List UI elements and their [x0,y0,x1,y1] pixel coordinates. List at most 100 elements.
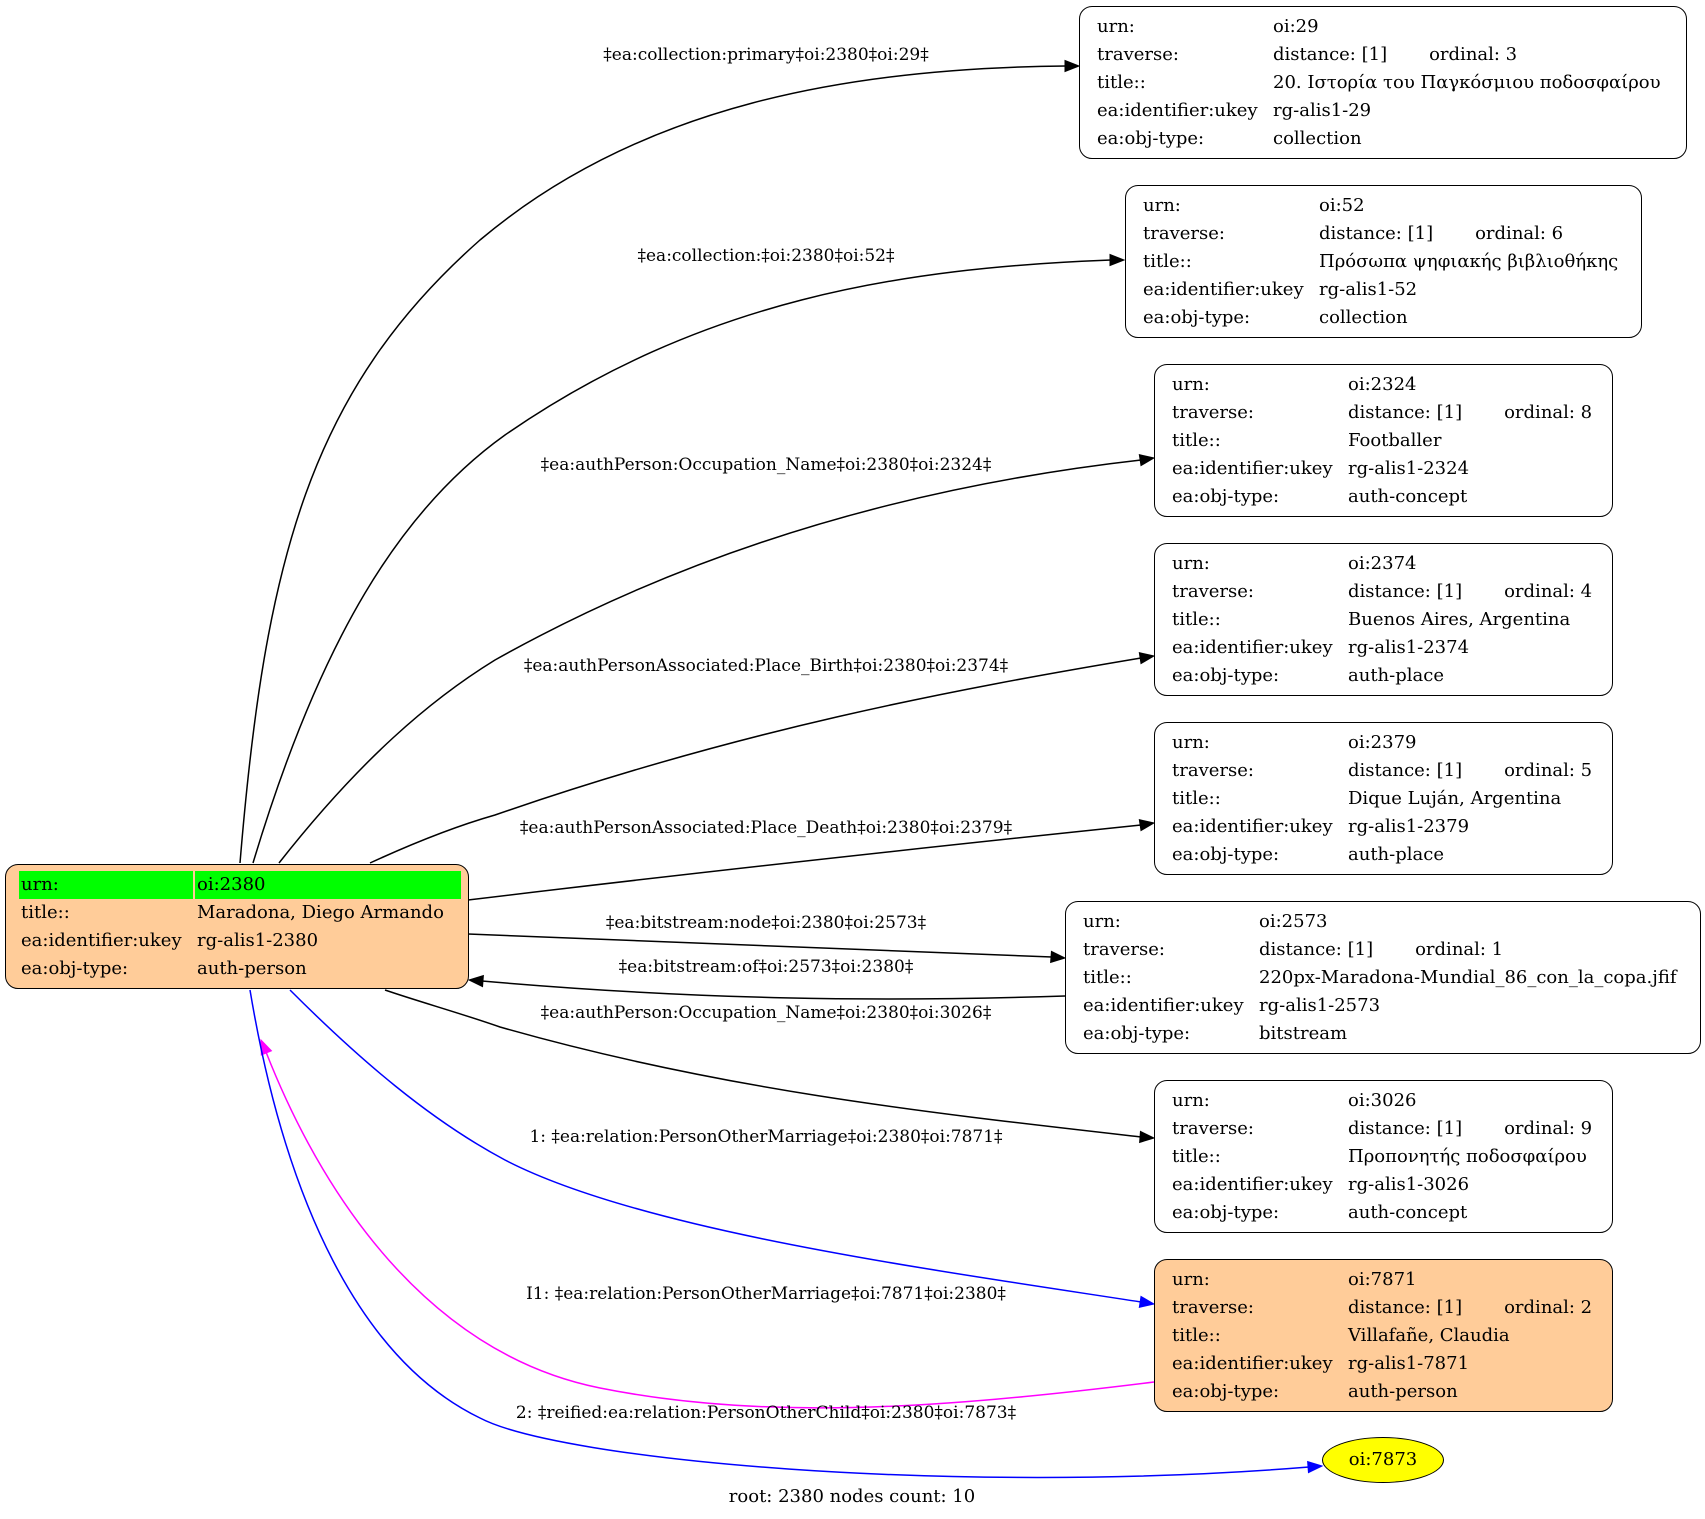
edge-line-4 [467,824,1142,901]
ordinal-value: ordinal: 3 [1429,44,1518,65]
title-value: Maradona, Diego Armando [197,902,444,923]
edge-line-0 [239,65,1067,864]
type-value: collection [1319,307,1408,328]
edge-line-9 [265,1051,1155,1409]
node-oi-52[interactable]: urn:oi:52 traverse:distance: [1]ordinal:… [1125,185,1642,338]
urn-value: oi:7871 [1348,1269,1417,1290]
distance-value: distance: [1] [1259,939,1374,960]
type-key: ea:obj-type: [1172,1381,1280,1402]
edge-label-bitstream-node: ‡ea:bitstream:node‡oi:2380‡oi:2573‡ [605,913,927,933]
edge-line-6 [481,980,1066,1000]
node-oi-2379[interactable]: urn:oi:2379 traverse:distance: [1]ordina… [1154,722,1613,875]
urn-key: urn: [19,871,193,899]
node-oi-3026[interactable]: urn:oi:3026 traverse:distance: [1]ordina… [1154,1080,1613,1233]
urn-key: urn: [1172,1090,1210,1111]
urn-key: urn: [1172,374,1210,395]
urn-row-highlighted: urn: oi:2380 [19,871,461,899]
urn-key: urn: [1172,1269,1210,1290]
type-key: ea:obj-type: [1172,1202,1280,1223]
edge-line-10 [249,989,1310,1479]
urn-key: urn: [1172,732,1210,753]
ukey-value: rg-alis1-2324 [1348,458,1470,479]
title-value: 20. Ιστορία του Παγκόσμιου ποδοσφαίρου [1273,72,1661,93]
distance-value: distance: [1] [1273,44,1388,65]
title-value: 220px-Maradona-Mundial_86_con_la_copa.jf… [1259,967,1677,988]
node-oi-7873-ellipse[interactable]: oi:7873 [1322,1437,1444,1483]
edge-line-1 [252,259,1112,864]
edge-line-7 [384,989,1142,1138]
ukey-key: ea:identifier:ukey [1083,995,1244,1016]
type-key: ea:obj-type: [21,958,129,979]
title-value: Buenos Aires, Argentina [1348,609,1571,630]
edge-arrowhead-3 [1138,652,1156,665]
title-key: title:: [1143,251,1192,272]
type-value: collection [1273,128,1362,149]
edge-label-marriage: 1: ‡ea:relation:PersonOtherMarriage‡oi:2… [529,1127,1003,1147]
ukey-key: ea:identifier:ukey [1143,279,1304,300]
urn-value: oi:2374 [1348,553,1417,574]
ukey-value: rg-alis1-7871 [1348,1353,1470,1374]
title-key: title:: [1172,430,1221,451]
edge-arrowhead-4 [1138,819,1156,832]
urn-value: oi:2573 [1259,911,1328,932]
type-value: auth-person [1348,1381,1458,1402]
node-oi-2573[interactable]: urn:oi:2573 traverse:distance: [1]ordina… [1065,901,1701,1054]
edge-line-2 [278,459,1142,864]
urn-value: oi:2379 [1348,732,1417,753]
node-oi-7871[interactable]: urn:oi:7871 traverse:distance: [1]ordina… [1154,1259,1613,1412]
ukey-value: rg-alis1-2380 [197,930,319,951]
title-value: Villafañe, Claudia [1348,1325,1510,1346]
edge-arrowhead-2 [1138,454,1156,467]
title-key: title:: [1097,72,1146,93]
distance-value: distance: [1] [1319,223,1434,244]
graph-footer: root: 2380 nodes count: 10 [728,1486,976,1507]
type-key: ea:obj-type: [1172,486,1280,507]
type-key: ea:obj-type: [1083,1023,1191,1044]
ukey-key: ea:identifier:ukey [1172,816,1333,837]
traverse-key: traverse: [1083,939,1165,960]
edge-arrowhead-5 [1050,950,1067,964]
distance-value: distance: [1] [1348,402,1463,423]
ordinal-value: ordinal: 2 [1504,1297,1593,1318]
type-value: auth-place [1348,844,1444,865]
ukey-key: ea:identifier:ukey [1172,637,1333,658]
edge-label-place-birth: ‡ea:authPersonAssociated:Place_Birth‡oi:… [523,656,1009,676]
edge-label-occupation-2324: ‡ea:authPerson:Occupation_Name‡oi:2380‡o… [540,455,992,475]
urn-key: urn: [1097,16,1135,37]
ukey-value: rg-alis1-2573 [1259,995,1381,1016]
edge-label-collection: ‡ea:collection:‡oi:2380‡oi:52‡ [637,246,895,266]
title-value: Dique Luján, Argentina [1348,788,1562,809]
edge-label-place-death: ‡ea:authPersonAssociated:Place_Death‡oi:… [519,818,1013,838]
title-value: Footballer [1348,430,1442,451]
edge-line-8 [289,989,1142,1303]
root-node-oi-2380[interactable]: urn: oi:2380 title::Maradona, Diego Arma… [5,864,469,989]
ordinal-value: ordinal: 9 [1504,1118,1593,1139]
ordinal-value: ordinal: 5 [1504,760,1593,781]
edge-label-reified-child: 2: ‡reified:ea:relation:PersonOtherChild… [515,1403,1017,1423]
ukey-key: ea:identifier:ukey [1097,100,1258,121]
traverse-key: traverse: [1172,1297,1254,1318]
edge-label-collection-primary: ‡ea:collection:primary‡oi:2380‡oi:29‡ [603,45,929,65]
title-key: title:: [1172,1146,1221,1167]
ukey-value: rg-alis1-2379 [1348,816,1470,837]
urn-key: urn: [1143,195,1181,216]
title-key: title:: [1172,1325,1221,1346]
edge-arrowhead-1 [1109,253,1126,267]
distance-value: distance: [1] [1348,581,1463,602]
type-key: ea:obj-type: [1143,307,1251,328]
edge-label-occupation-3026: ‡ea:authPerson:Occupation_Name‡oi:2380‡o… [540,1003,992,1023]
ukey-value: rg-alis1-52 [1319,279,1418,300]
node-oi-2374[interactable]: urn:oi:2374 traverse:distance: [1]ordina… [1154,543,1613,696]
ordinal-value: ordinal: 6 [1475,223,1564,244]
type-value: bitstream [1259,1023,1348,1044]
edge-line-3 [369,657,1142,864]
type-value: auth-concept [1348,1202,1468,1223]
title-key: title:: [21,902,70,923]
title-value: Προπονητής ποδοσφαίρου [1348,1146,1587,1167]
ukey-key: ea:identifier:ukey [1172,1174,1333,1195]
ukey-key: ea:identifier:ukey [21,930,182,951]
node-oi-29[interactable]: urn:oi:29 traverse:distance: [1]ordinal:… [1079,6,1687,159]
node-oi-2324[interactable]: urn:oi:2324 traverse:distance: [1]ordina… [1154,364,1613,517]
